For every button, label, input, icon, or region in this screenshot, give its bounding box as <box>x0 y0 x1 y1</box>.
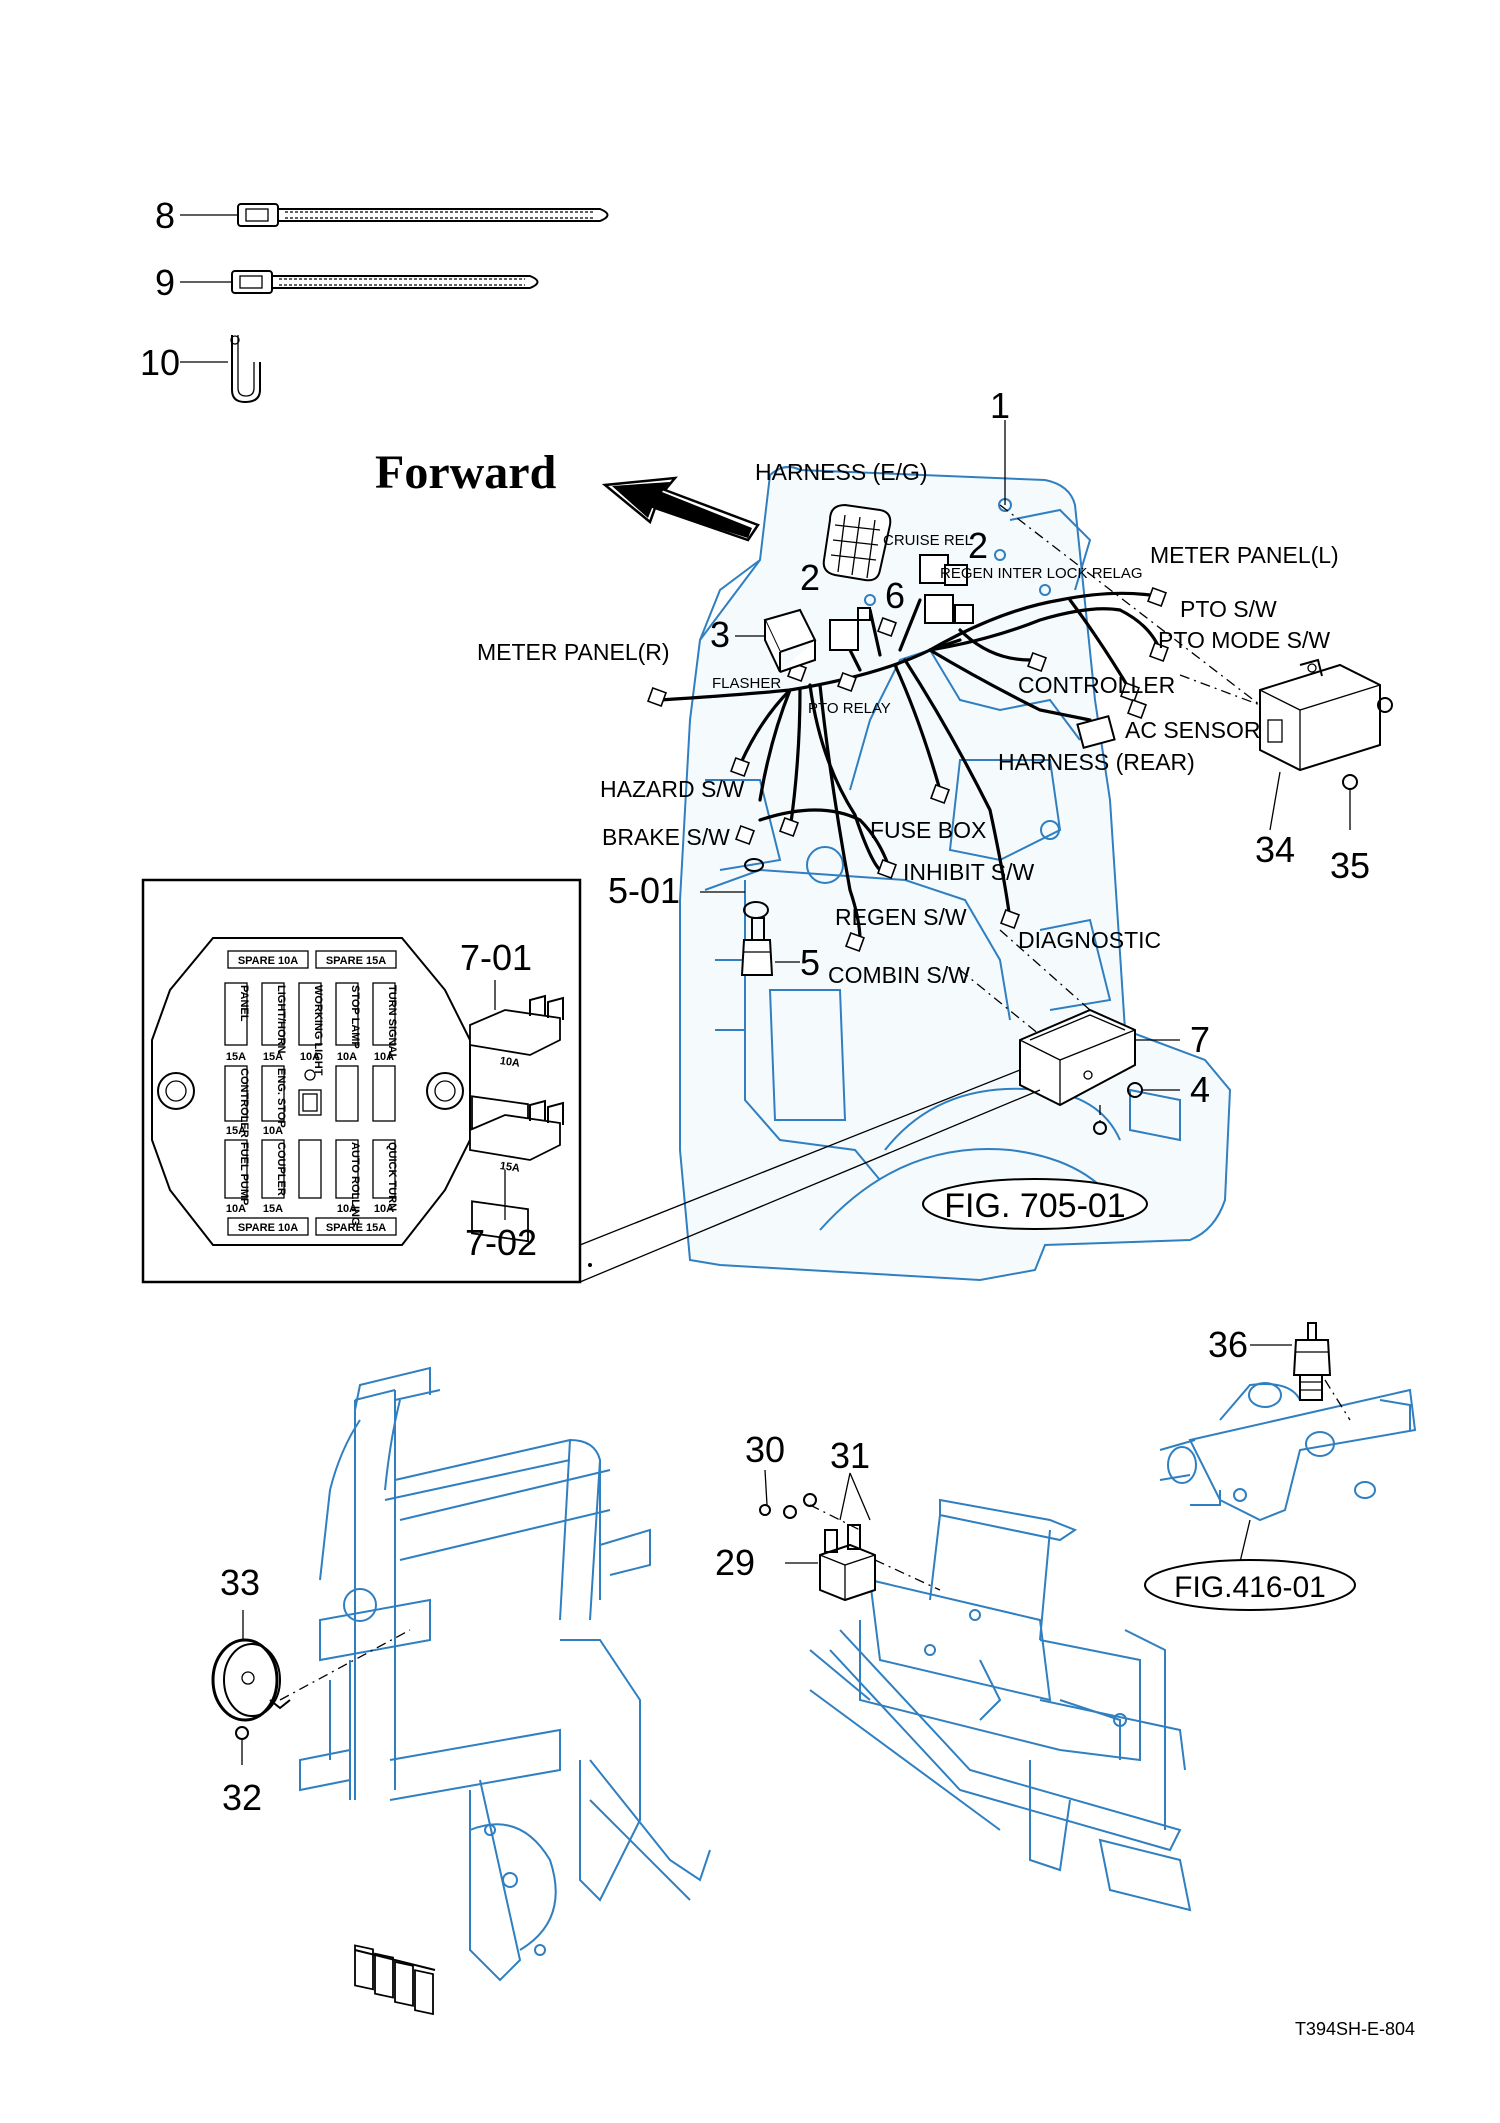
part-number-36: 36 <box>1208 1324 1248 1365</box>
controller-unit <box>1179 658 1393 831</box>
label-hazard-sw: HAZARD S/W <box>600 776 745 802</box>
fuse-working-light-amp: 10A <box>300 1051 320 1063</box>
part-number-5: 5 <box>800 942 820 983</box>
part-number-35: 35 <box>1330 845 1370 886</box>
label-harness-rear: HARNESS (REAR) <box>998 749 1195 775</box>
harness-eg-connector <box>822 503 892 582</box>
label-harness-eg: HARNESS (E/G) <box>755 459 928 485</box>
part-number-3: 3 <box>710 614 730 655</box>
cable-tie-9 <box>180 270 539 294</box>
fuse-turn-signal-amp: 10A <box>374 1051 394 1063</box>
part-number-6: 6 <box>885 575 905 616</box>
bolts-30-31 <box>759 1469 871 1531</box>
fuse-auto-rolling-amp: 10A <box>337 1203 357 1215</box>
part-number-30: 30 <box>745 1429 785 1470</box>
cable-clamp-10 <box>180 335 261 404</box>
figure-ref-705-text: FIG. 705-01 <box>944 1187 1125 1225</box>
bolt-32 <box>235 1726 249 1765</box>
part-number-32: 32 <box>222 1777 262 1818</box>
part-number-5-01: 5-01 <box>608 870 680 911</box>
figure-ref-416: FIG.416-01 <box>1144 1559 1356 1611</box>
figure-ref-705: FIG. 705-01 <box>922 1178 1148 1230</box>
label-regen-inter-lock: REGEN INTER LOCK RELAG <box>940 565 1143 582</box>
forward-arrow-icon <box>601 476 760 542</box>
ac-sensor-connector <box>1076 715 1116 749</box>
part-number-10: 10 <box>140 342 180 383</box>
label-inhibit-sw: INHIBIT S/W <box>903 859 1034 885</box>
fuse-eng-stop-label: ENG. STOP <box>275 1068 287 1128</box>
label-brake-sw: BRAKE S/W <box>602 824 730 850</box>
part-number-1: 1 <box>990 385 1010 426</box>
part-number-2a: 2 <box>800 557 820 598</box>
label-meter-panel-l: METER PANEL(L) <box>1150 542 1339 568</box>
label-pto-sw: PTO S/W <box>1180 596 1277 622</box>
label-diagnostic: DIAGNOSTIC <box>1018 927 1161 953</box>
fuse-controler-label: CONTROLER <box>238 1068 250 1138</box>
fuse-coupler-amp: 15A <box>263 1203 283 1215</box>
label-pto-mode-sw: PTO MODE S/W <box>1158 627 1330 653</box>
fuse-auto-rolling-label: AUTO ROLLING <box>349 1142 361 1226</box>
relay-block <box>354 1944 436 2016</box>
fuse-controler-amp: 15A <box>226 1125 246 1137</box>
part-number-4: 4 <box>1190 1069 1210 1110</box>
part-number-7: 7 <box>1190 1019 1210 1060</box>
forward-label: Forward <box>375 446 557 499</box>
fuse-quick-turn-label: QUICK TURN <box>386 1142 398 1211</box>
part-number-31: 31 <box>830 1435 870 1476</box>
fuse-quick-turn-amp: 10A <box>374 1203 394 1215</box>
label-cruise-rel: CRUISE REL <box>883 532 973 549</box>
label-flasher: FLASHER <box>712 675 781 692</box>
relay-29 <box>785 1524 941 1602</box>
label-pto-relay: PTO RELAY <box>808 700 891 717</box>
fuse-panel-amp: 15A <box>226 1051 246 1063</box>
figure-ref-416-text: FIG.416-01 <box>1174 1571 1326 1604</box>
fuse-bottom-right: SPARE 15A <box>326 1222 386 1234</box>
connector-set <box>647 587 1169 952</box>
fuse-top-left: SPARE 10A <box>238 955 298 967</box>
label-controller: CONTROLLER <box>1018 672 1175 698</box>
horn-33 <box>211 1610 411 1722</box>
sensor-36 <box>1250 1322 1351 1421</box>
relay-frame <box>809 1498 1192 1912</box>
fuse-panel-label: PANEL <box>238 985 250 1022</box>
horn-frame <box>299 1366 711 1982</box>
fuse-stop-lamp-label: STOP LAMP <box>349 985 361 1049</box>
fuse-light-horn-amp: 15A <box>263 1051 283 1063</box>
label-fuse-box: FUSE BOX <box>870 817 986 843</box>
label-combin-sw: COMBIN S/W <box>828 962 970 988</box>
blade-fuse-10a-text: 10A <box>499 1055 521 1070</box>
document-code: T394SH-E-804 <box>1295 2019 1415 2039</box>
fuse-fuel-pump-label: FUEL PUMP <box>238 1142 250 1205</box>
pto-block <box>1159 1382 1417 1522</box>
label-meter-panel-r: METER PANEL(R) <box>477 639 670 665</box>
relay-group <box>763 554 974 673</box>
fuse-working-light-label: WORKING LIGHT <box>312 985 324 1076</box>
fuse-turn-signal-label: TURN SIGNAL <box>386 985 398 1060</box>
fuse-bottom-left: SPARE 10A <box>238 1222 298 1234</box>
part-number-29: 29 <box>715 1542 755 1583</box>
part-number-34: 34 <box>1255 829 1295 870</box>
part-number-9: 9 <box>155 262 175 303</box>
wire-harness <box>658 591 1162 942</box>
fuse-top-right: SPARE 15A <box>326 955 386 967</box>
fuse-eng-stop-amp: 10A <box>263 1125 283 1137</box>
fuse-fuel-pump-amp: 10A <box>226 1203 246 1215</box>
part-number-33: 33 <box>220 1562 260 1603</box>
fuse-panel-inset: SPARE 10A SPARE 15A PANEL LIGHT/HORN WOR… <box>141 878 1041 1284</box>
part-number-2b: 2 <box>968 525 988 566</box>
label-ac-sensor: AC SENSOR <box>1125 717 1260 743</box>
cable-tie-8 <box>180 203 609 227</box>
part-number-8: 8 <box>155 195 175 236</box>
brake-switch <box>740 858 800 976</box>
fuse-stop-lamp-amp: 10A <box>337 1051 357 1063</box>
part-number-7-01: 7-01 <box>460 937 532 978</box>
part-number-7-02: 7-02 <box>465 1222 537 1263</box>
fuse-light-horn-label: LIGHT/HORN <box>275 985 287 1053</box>
label-regen-sw: REGEN S/W <box>835 904 967 930</box>
fuse-box <box>959 929 1180 1135</box>
fuse-coupler-label: COUPLER <box>275 1142 287 1196</box>
